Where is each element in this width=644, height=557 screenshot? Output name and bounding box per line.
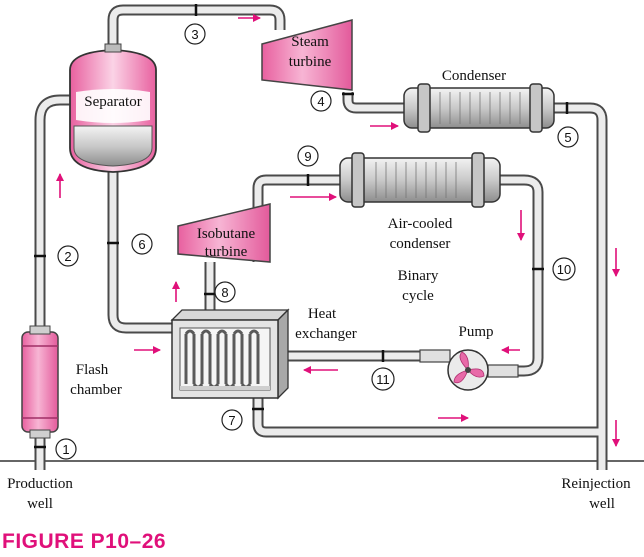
state-number-4: 4 [317,94,324,109]
flow-arrows [56,14,620,447]
reinjection-well-label-2: well [589,496,615,512]
state-marker [214,281,236,303]
heat-exchanger [170,308,290,400]
steam-turbine [261,19,353,91]
state-marker [57,245,79,267]
component-labels: Separator Steam turbine Condenser Isobut… [7,34,631,512]
state-numbers: 1 2 3 4 5 6 7 8 9 10 11 [62,27,571,457]
pump-impeller [453,351,485,384]
pump [419,349,519,391]
pipe-aircondenser-to-pump [495,174,544,377]
condenser [403,83,555,133]
state-number-9: 9 [304,149,311,164]
state-marker [371,367,395,391]
state-marker [184,23,206,45]
state-marker [557,126,579,148]
binary-cycle-label-2: cycle [402,288,434,304]
binary-cycle-label-1: Binary [398,268,439,284]
flash-chamber-label-2: chamber [70,382,122,398]
pipe-binary-turbine-to-aircondenser [252,174,345,262]
state-marker [55,438,77,460]
heat-exchanger-coils [184,334,260,384]
air-cooled-condenser-label-2: condenser [390,236,451,252]
steam-turbine-label-1: Steam [291,34,329,50]
state-number-7: 7 [228,413,235,428]
reinjection-well-label-1: Reinjection [561,476,631,492]
separator [69,43,157,173]
figure-label: FIGURE P10–26 [2,530,166,553]
flash-chamber-label-1: Flash [76,362,109,378]
state-number-2: 2 [64,249,71,264]
isobutane-turbine [177,203,271,263]
state-number-8: 8 [221,285,228,300]
state-marker [310,90,332,112]
heat-exchanger-label-2: exchanger [295,326,357,342]
steam-turbine-label-2: turbine [289,54,332,70]
state-number-3: 3 [191,27,198,42]
condenser-label: Condenser [442,68,506,84]
pipe-condenser-to-reinjection [548,102,608,470]
heat-exchanger-label-1: Heat [308,306,337,322]
state-number-10: 10 [557,262,571,277]
state-ticks [34,4,569,449]
state-number-5: 5 [564,130,571,145]
state-marker [221,409,243,431]
state-marker [297,145,319,167]
flash-chamber [21,325,59,439]
pipe-hx-to-reinjection [252,398,602,438]
production-well-label-2: well [27,496,53,512]
state-number-6: 6 [138,237,145,252]
state-number-1: 1 [62,442,69,457]
production-well-label-1: Production [7,476,73,492]
state-marker [131,233,153,255]
separator-label: Separator [84,94,141,110]
state-number-11: 11 [376,372,390,387]
air-cooled-condenser [339,152,501,208]
isobutane-turbine-label-2: turbine [205,244,248,260]
state-marker [552,257,576,281]
state-markers [55,23,579,460]
isobutane-turbine-label-1: Isobutane [197,226,256,242]
pump-label: Pump [458,324,493,340]
air-cooled-condenser-label-1: Air-cooled [388,216,453,232]
separator-liquid [73,125,153,167]
